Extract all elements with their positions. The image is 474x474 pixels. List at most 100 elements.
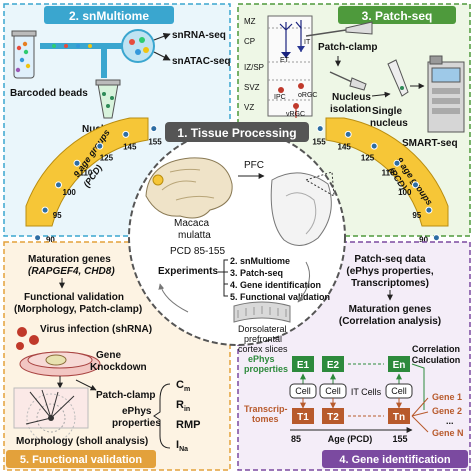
gene-dots: ...	[446, 416, 454, 426]
age-tick-label: 125	[100, 153, 114, 162]
age-tick-dot	[122, 130, 130, 138]
culture-dish-icon	[19, 351, 101, 377]
p5-ephys-label-2: properties	[112, 418, 161, 429]
sequencer-icon	[427, 55, 465, 133]
layer-iz-sp: IZ/SP	[244, 63, 264, 72]
en-box	[388, 356, 410, 372]
patch-clamp-label: Patch-clamp	[318, 42, 377, 53]
t2-label: T2	[327, 412, 339, 423]
cell-label-n: Cell	[391, 386, 407, 396]
age-tick-label: 100	[398, 188, 412, 197]
layer-svz: SVZ	[244, 83, 260, 92]
p4-data-label-1: Patch-seq data	[354, 254, 426, 265]
e1-label: E1	[297, 360, 310, 371]
age-tick-label: 100	[63, 188, 77, 197]
patch-pipette-icon	[305, 21, 373, 37]
experiment-item-2: 3. Patch-seq	[230, 268, 283, 278]
panel-snmultiome-title-bg	[44, 6, 174, 24]
p5-methods: (Morphology, Patch-clamp)	[14, 304, 142, 315]
p4-data-label-3: Transcriptomes)	[351, 278, 429, 289]
age-tick-dot	[73, 159, 81, 167]
slices-label-1: Dorsolateral	[238, 324, 287, 334]
panel-functional-title: 5. Functional validation	[20, 454, 143, 466]
age-tick-dot	[412, 181, 419, 189]
age-tick-label: 155	[148, 138, 162, 147]
gene-2-label: Gene 2	[432, 406, 462, 416]
age-tick-dot	[34, 234, 42, 242]
experiments-label: Experiments	[158, 266, 218, 277]
e1-box	[292, 356, 314, 372]
single-nucleus-tube-icon	[387, 59, 409, 97]
age-tick-dot	[41, 206, 49, 214]
t2-box	[322, 408, 344, 424]
single-nucleus-label-1: Single	[372, 106, 402, 117]
p5-ephys-label-1: ePhys	[122, 406, 152, 417]
smart-seq-label: SMART-seq	[402, 138, 458, 149]
coronal-section-icon	[270, 171, 335, 246]
age-tick-label: 95	[53, 211, 62, 220]
age-tick-dot	[344, 130, 352, 138]
age-tick-label: 125	[361, 153, 375, 162]
pfc-label: PFC	[244, 160, 264, 171]
slices-label-2: prefrontal	[244, 334, 282, 344]
virus-icon	[16, 327, 39, 350]
p5-functional-validation: Functional validation	[24, 292, 124, 303]
gene-knockdown-label-2: Knockdown	[90, 362, 147, 373]
cortex-slice-icon	[233, 301, 291, 323]
barcoded-beads-label: Barcoded beads	[10, 88, 88, 99]
axis-label: Age (PCD)	[328, 434, 373, 444]
species-label-2: mulatta	[178, 230, 211, 241]
e2-box	[322, 356, 344, 372]
age-tick-label: 145	[338, 143, 352, 152]
cell-orgc: oRGC	[298, 92, 317, 99]
panel-patchseq: 3. Patch-seq MZ CP IZ/SP SVZ VZ IT ET IP…	[237, 3, 471, 270]
experiment-item-4: 5. Functional validation	[230, 292, 330, 302]
param-rmp: RMP	[176, 419, 200, 431]
panel-patchseq-title: 3. Patch-seq	[362, 9, 433, 23]
p5-gene-names: (RAPGEF4, CHD8)	[28, 266, 115, 277]
neuron-morphology-icon	[13, 387, 89, 443]
snatac-seq-label: snATAC-seq	[172, 56, 231, 67]
param-ina: INa	[176, 439, 188, 453]
e2-label: E2	[327, 360, 340, 371]
panel-tissue-processing: 1. Tissue Processing PFC Macaca mulatta …	[128, 122, 346, 354]
panel-tissue-title: 1. Tissue Processing	[177, 126, 296, 140]
gene-knockdown-label-1: Gene	[96, 350, 121, 361]
age-tick-label: 110	[382, 169, 395, 178]
age-tick-dot	[316, 125, 324, 133]
gene-1-label: Gene 1	[432, 392, 462, 402]
axis-end: 155	[392, 434, 407, 444]
cell-vrgc: vRGC	[286, 111, 305, 118]
cell-label-1: Cell	[295, 386, 311, 396]
virus-infection-label: Virus infection (shRNA)	[40, 324, 152, 335]
correlation-label-1: Correlation	[412, 344, 460, 354]
isolation-pipette-icon	[329, 71, 367, 91]
panel-snmultiome-title: 2. snMultiome	[69, 9, 149, 23]
morphology-label: Morphology (sholl analysis)	[16, 436, 148, 447]
age-range-label: PCD 85-155	[170, 246, 225, 257]
barcoded-beads-tube-icon	[11, 30, 37, 79]
age-tick-dot	[393, 159, 401, 167]
p4-data-label-2: (ePhys properties,	[346, 266, 433, 277]
axis-start: 85	[291, 434, 301, 444]
single-nucleus-label-2: nucleus	[370, 118, 408, 129]
tn-box	[388, 408, 410, 424]
gene-n-label: Gene N	[432, 428, 464, 438]
transcriptomes-label-2: tomes	[252, 414, 279, 424]
panel-gene-title: 4. Gene identification	[339, 454, 451, 466]
age-scale-left: 9 age groups (PCD) 859095100110125145155	[25, 117, 162, 270]
age-tick-dot	[370, 142, 378, 150]
age-tick-dot	[96, 142, 104, 150]
cell-et: ET	[280, 57, 290, 64]
en-label: En	[393, 360, 406, 371]
ephys-properties-label-2: properties	[244, 364, 288, 374]
experiment-item-3: 4. Gene identification	[230, 280, 321, 290]
experiment-item-1: 2. snMultiome	[230, 256, 290, 266]
age-tick-dot	[432, 234, 440, 242]
snrna-seq-label: snRNA-seq	[172, 30, 226, 41]
panel-gene-identification: 4. Gene identification Patch-seq data (e…	[237, 241, 471, 471]
param-rin: Rin	[176, 399, 190, 413]
cortical-column-icon	[267, 15, 313, 118]
